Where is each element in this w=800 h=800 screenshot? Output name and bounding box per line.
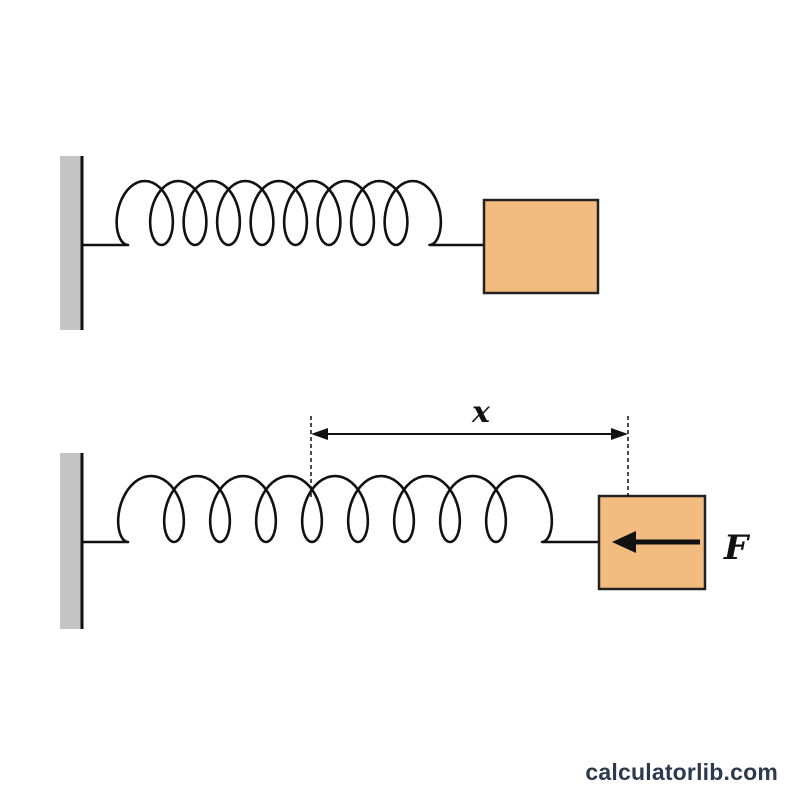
bottom-spring: [80, 474, 601, 544]
watermark-text: calculatorlib.com: [585, 759, 778, 785]
top-block: [482, 198, 600, 295]
bottom-wall: [60, 453, 82, 629]
force-arrow: [612, 531, 700, 553]
displacement-dimension: [310, 416, 629, 498]
relaxed-spring-system: [60, 156, 600, 330]
top-wall: [60, 156, 82, 330]
dimension-arrowhead-right: [611, 428, 628, 440]
force-label: F: [723, 528, 751, 568]
stretched-spring-system: F x: [60, 395, 751, 629]
top-spring: [80, 179, 486, 247]
displacement-label: x: [471, 395, 491, 430]
dimension-arrowhead-left: [311, 428, 328, 440]
